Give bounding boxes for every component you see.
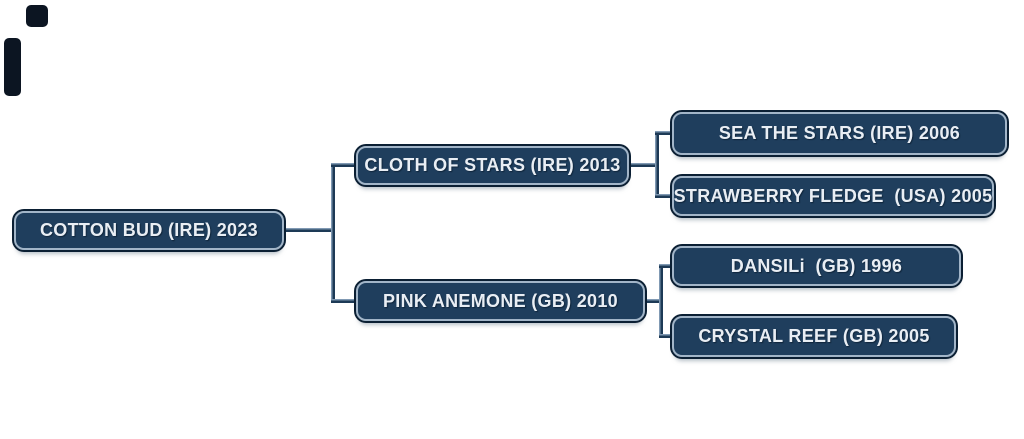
node-pink-anemone[interactable]: PINK ANEMONE (GB) 2010	[356, 281, 645, 321]
connector-to-sire-dam	[655, 194, 672, 198]
connector-sire-stem	[627, 163, 659, 167]
connector-to-sire-sire	[655, 131, 672, 135]
node-label: CLOTH OF STARS (IRE) 2013	[364, 155, 621, 175]
node-crystal-reef[interactable]: CRYSTAL REEF (GB) 2005	[672, 316, 956, 357]
deco-block-tall	[4, 38, 21, 96]
connector-to-dam-sire	[659, 264, 672, 268]
node-strawberry-fledge[interactable]: STRAWBERRY FLEDGE (USA) 2005	[672, 176, 994, 216]
connector-dam-stem	[644, 299, 663, 303]
node-cloth-of-stars[interactable]: CLOTH OF STARS (IRE) 2013	[356, 146, 629, 185]
node-label: CRYSTAL REEF (GB) 2005	[698, 326, 930, 346]
connector-to-dam-dam	[659, 334, 672, 338]
node-label: PINK ANEMONE (GB) 2010	[383, 290, 618, 311]
connector-dam-bracket	[659, 264, 663, 338]
connector-root-bracket	[331, 163, 335, 303]
node-sea-the-stars[interactable]: SEA THE STARS (IRE) 2006	[672, 112, 1007, 155]
node-label: SEA THE STARS (IRE) 2006	[718, 123, 961, 143]
connector-to-dam	[331, 299, 356, 303]
node-label: COTTON BUD (IRE) 2023	[39, 220, 258, 240]
connector-sire-bracket	[655, 131, 659, 198]
deco-block-small	[26, 5, 48, 27]
connector-root-stem	[283, 228, 335, 232]
node-label: DANSILi (GB) 1996	[730, 255, 903, 276]
node-cotton-bud[interactable]: COTTON BUD (IRE) 2023	[14, 211, 284, 250]
connector-to-sire	[331, 163, 356, 167]
node-dansili[interactable]: DANSILi (GB) 1996	[672, 246, 961, 286]
node-label: STRAWBERRY FLEDGE (USA) 2005	[673, 185, 993, 206]
